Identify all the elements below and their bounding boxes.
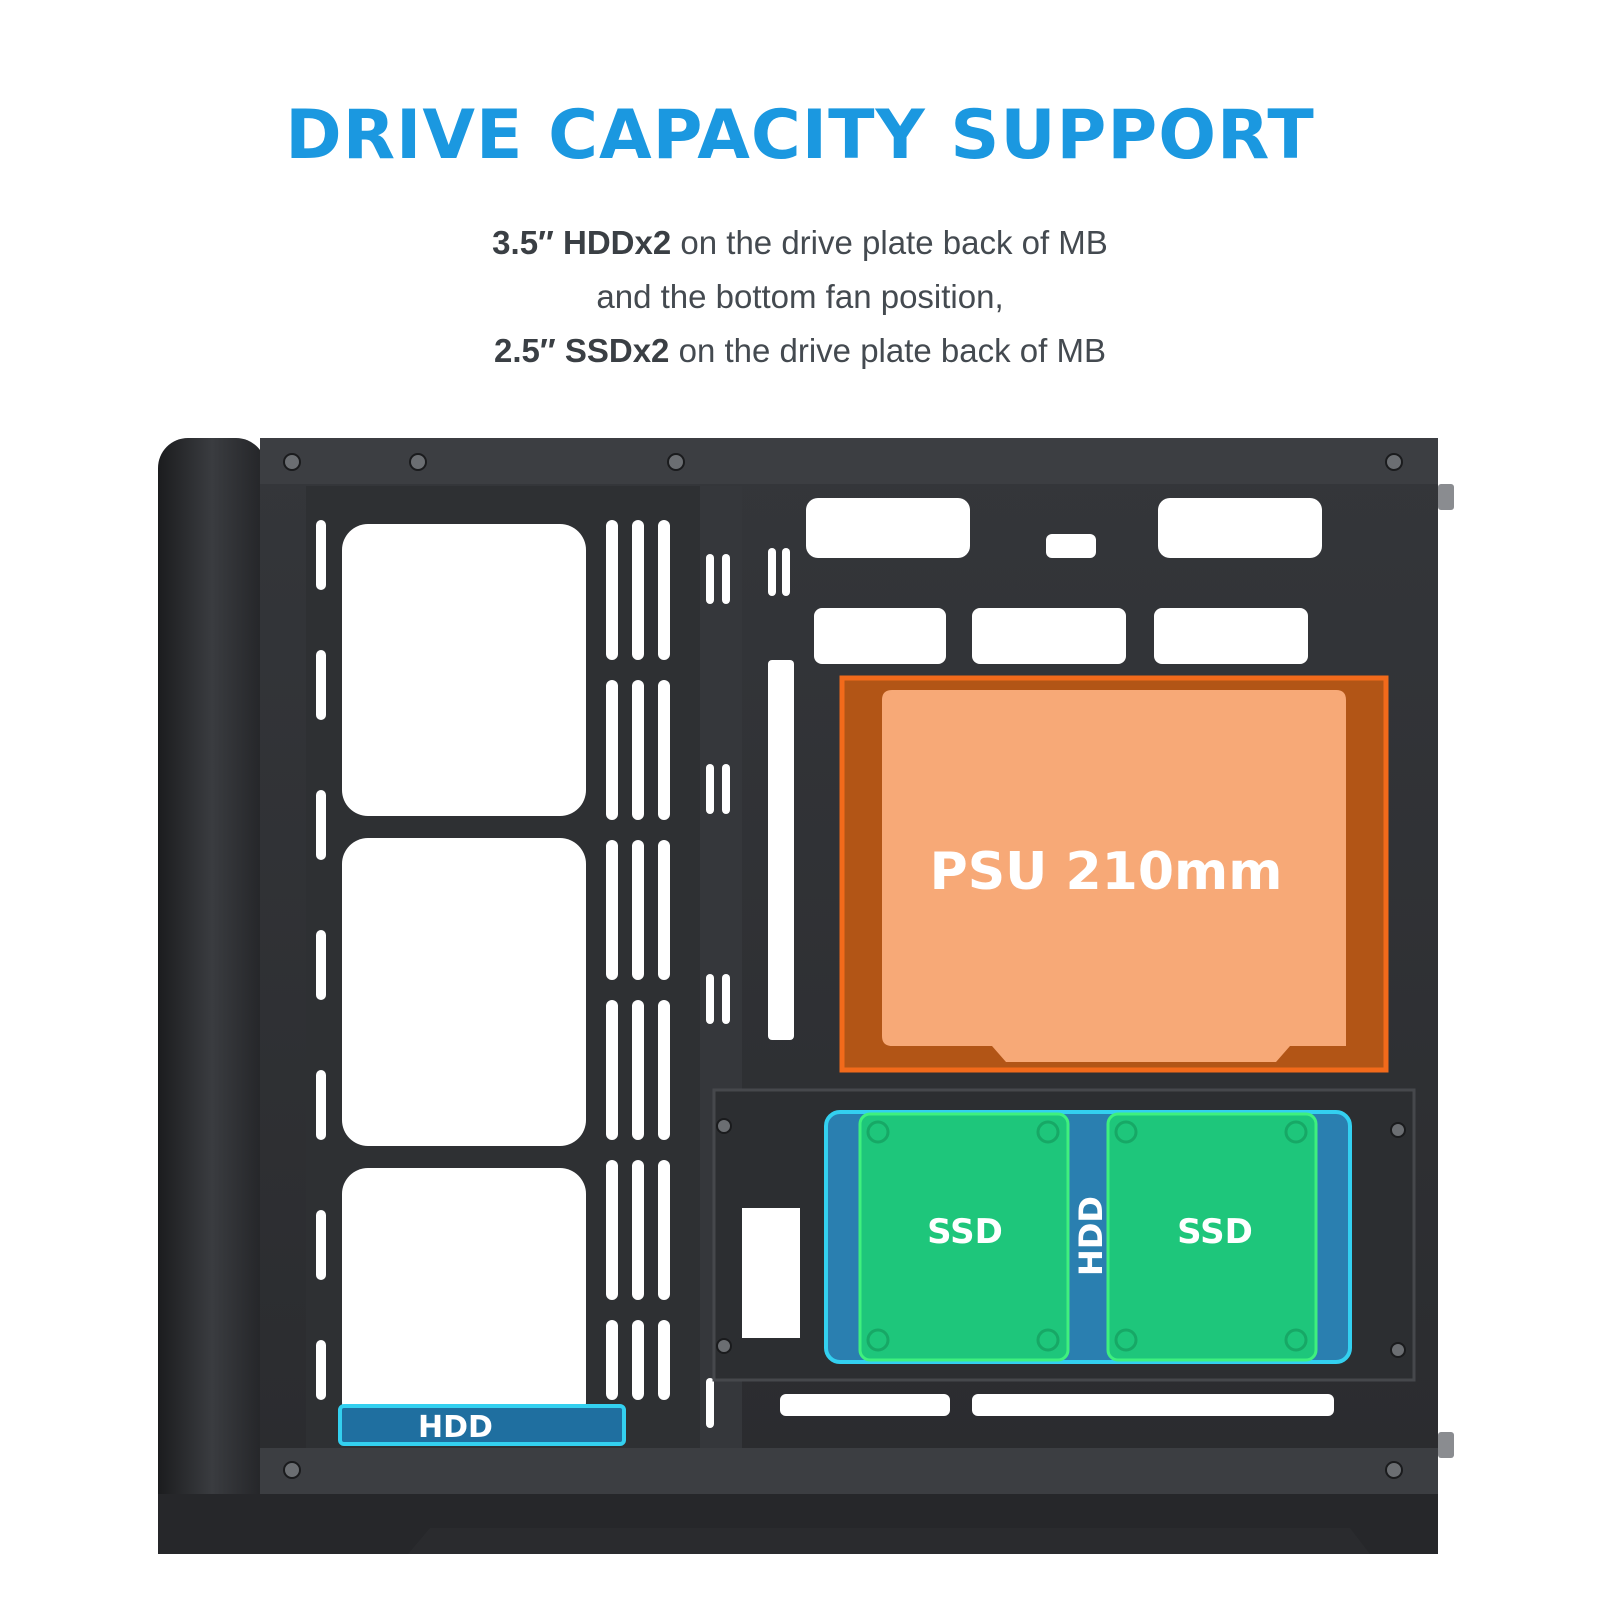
fan-cutout-2 bbox=[342, 838, 586, 1146]
ssd-left bbox=[858, 1112, 1070, 1362]
tray-cutout bbox=[742, 1208, 800, 1338]
ssd-label-left: SSD bbox=[927, 1212, 1003, 1252]
ssd-label-right: SSD bbox=[1177, 1212, 1253, 1252]
page-title: DRIVE CAPACITY SUPPORT bbox=[285, 96, 1315, 175]
ssd-screws bbox=[866, 1120, 1308, 1352]
hdd-label-bottom: HDD bbox=[418, 1410, 493, 1445]
ssd-spec-text: on the drive plate back of MB bbox=[669, 332, 1106, 369]
subtitle-line-3: 2.5″ SSDx2 on the drive plate back of MB bbox=[0, 324, 1600, 378]
subtitle-line-2: and the bottom fan position, bbox=[596, 278, 1004, 315]
thumb-screw-top bbox=[1438, 484, 1454, 510]
hdd-spec: 3.5″ HDDx2 bbox=[492, 224, 672, 261]
psu-label: PSU 210mm bbox=[929, 842, 1283, 902]
screws bbox=[283, 453, 1406, 1479]
bottom-cutouts bbox=[780, 1394, 1334, 1416]
vent-slots-middle bbox=[606, 520, 670, 1400]
vent-slots-left bbox=[316, 520, 326, 1400]
thumb-screw-bottom bbox=[1438, 1432, 1454, 1458]
hdd-bay-bottom bbox=[338, 1404, 626, 1446]
divider-slots bbox=[706, 554, 730, 1428]
hdd-spec-text: on the drive plate back of MB bbox=[671, 224, 1108, 261]
psu-fill bbox=[882, 690, 1346, 1062]
ssd-right bbox=[1106, 1112, 1318, 1362]
hdd-label-vertical: HDD bbox=[1072, 1196, 1110, 1276]
ssd-spec: 2.5″ SSDx2 bbox=[494, 332, 670, 369]
case-foot bbox=[158, 1494, 1438, 1554]
fan-cutout-3 bbox=[342, 1168, 586, 1428]
fan-cutout-1 bbox=[342, 524, 586, 816]
subtitle-line-1: 3.5″ HDDx2 on the drive plate back of MB bbox=[0, 216, 1600, 270]
bottom-rail bbox=[260, 1448, 1438, 1494]
top-rail bbox=[260, 438, 1438, 484]
front-panel bbox=[158, 438, 266, 1554]
top-cutouts bbox=[768, 498, 1322, 1040]
subtitle: 3.5″ HDDx2 on the drive plate back of MB… bbox=[0, 216, 1600, 378]
